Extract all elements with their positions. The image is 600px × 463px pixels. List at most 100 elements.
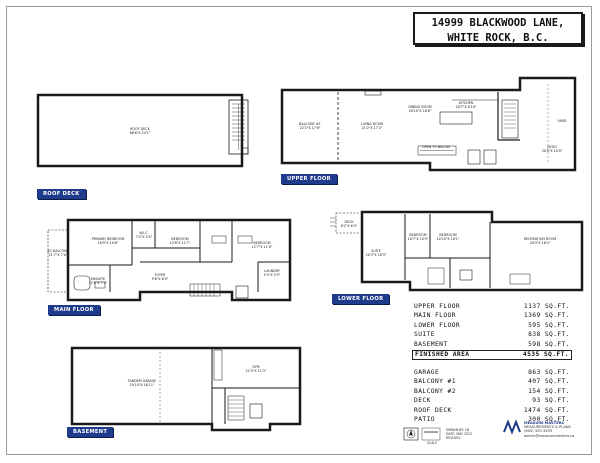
roof-deck-label: ROOF DECK — [37, 189, 86, 199]
extra-area-row: BALCONY #2 154 SQ.FT. — [412, 387, 572, 396]
extra-area-value: 154 SQ.FT. — [528, 387, 570, 395]
room-name: BEDROOM — [253, 241, 270, 245]
extra-area-value: 1474 SQ.FT. — [523, 406, 570, 414]
extra-area-row: PATIO 300 SQ.FT. — [412, 415, 572, 424]
room-name: OPEN TO BELOW — [422, 145, 450, 149]
extra-area-name: BALCONY #2 — [414, 387, 456, 395]
area-value: 1137 SQ.FT. — [523, 303, 570, 310]
area-row: BASEMENT 598 SQ.FT. — [412, 340, 572, 349]
room-size: 18'10"X 16'6" — [409, 109, 432, 113]
room-size: 18'7"X 8'10" — [456, 105, 477, 109]
extra-area-name: PATIO — [414, 415, 435, 423]
upper-floor-plan — [280, 76, 577, 172]
room-size: 7'2"X 5'4" — [136, 235, 153, 239]
area-row: UPPER FLOOR 1137 SQ.FT. — [412, 302, 572, 311]
company-email: admin@measuremasters.ca — [524, 433, 575, 438]
room-size: 21'2"X 17'2" — [362, 126, 383, 130]
room-name: SUITE — [371, 249, 381, 253]
room-name: ENSUITE — [91, 277, 105, 281]
extra-area-name: ROOF DECK — [414, 406, 452, 414]
room-name: PATIO — [547, 145, 557, 149]
room-size: 12'7"X 11'0" — [252, 245, 273, 249]
extra-area-row: DECK 93 SQ.FT. — [412, 396, 572, 405]
extra-area-value: 863 SQ.FT. — [528, 368, 570, 376]
company-name: MEASURE MASTERS — [524, 421, 564, 425]
room-size: 66'6"X 24'1" — [130, 131, 151, 135]
total-label: FINISHED AREA — [415, 350, 470, 358]
sheet-border — [6, 6, 592, 455]
revised-label: REVISED: — [446, 436, 461, 440]
basement-plan — [70, 346, 302, 432]
extra-area-value: 300 SQ.FT. — [528, 415, 570, 423]
room-size: 12'0"X 7'2" — [89, 281, 108, 285]
company-logo-icon — [503, 419, 521, 435]
extra-area-value: 93 SQ.FT. — [532, 397, 570, 405]
company-info: MEASURE MASTERS MEASUREMENTS & PLANS (60… — [524, 421, 574, 438]
main-floor-label: MAIN FLOOR — [48, 305, 100, 315]
lower-floor-plan — [330, 210, 584, 292]
room-size: 8'2"X 6'4" — [341, 224, 358, 228]
room-size: 29'10"X 16'11" — [130, 383, 155, 387]
basement-label: BASEMENT — [67, 427, 114, 437]
main-floor-plan — [47, 218, 292, 302]
area-row: SUITE 838 SQ.FT. — [412, 330, 572, 339]
area-name: MAIN FLOOR — [414, 312, 456, 320]
area-name: BASEMENT — [414, 340, 448, 348]
area-row: LOWER FLOOR 595 SQ.FT. — [412, 321, 572, 330]
area-value: 595 SQ.FT. — [528, 321, 570, 329]
room-name: BEDROOM — [439, 233, 456, 237]
room-name: DINING ROOM — [408, 105, 431, 109]
room-name: GYM — [252, 365, 259, 369]
room-name: BEDROOM — [409, 233, 426, 237]
area-summary-table: UPPER FLOOR 1137 SQ.FT. MAIN FLOOR 1369 SQ.… — [412, 302, 572, 424]
room-name: DECK — [344, 220, 354, 224]
room-size: 9'6"X 6'0" — [152, 277, 169, 281]
company-subtitle: MEASUREMENTS & PLANS — [524, 425, 571, 430]
extra-area-name: GARAGE — [414, 368, 440, 376]
room-size: 20'3"X 16'3" — [366, 253, 387, 257]
extra-area-name: DECK — [414, 397, 431, 405]
room-name: BEDROOM — [171, 237, 188, 241]
extra-area-value: 407 SQ.FT. — [528, 378, 570, 386]
area-name: UPPER FLOOR — [414, 303, 461, 310]
address-line-1: 14999 BLACKWOOD LANE, — [431, 17, 565, 29]
upper-floor-label: UPPER FLOOR — [281, 174, 337, 184]
area-value: 598 SQ.FT. — [528, 340, 570, 348]
room-name: YARD — [558, 119, 567, 123]
room-size: 20'4"X 16'2" — [530, 241, 551, 245]
room-name: LAUNDRY — [264, 269, 281, 273]
north-arrow-icon — [406, 429, 416, 439]
drawing-info: DRAWN BY: CB DATE: MAY 2023 REVISED: — [446, 428, 472, 440]
room-size: 10'7"X 10'5" — [408, 237, 429, 241]
drawn-by: DRAWN BY: CB — [446, 428, 470, 432]
area-name: LOWER FLOOR — [414, 321, 461, 329]
area-value: 1369 SQ.FT. — [523, 312, 570, 320]
room-name: LIVING ROOM — [361, 122, 384, 126]
room-size: 16'9"X 10'6" — [98, 241, 119, 245]
room-name: TANDEM GARAGE — [127, 379, 157, 383]
total-value: 4535 SQ.FT. — [522, 350, 569, 358]
drawing-date: DATE: MAY 2023 — [446, 432, 473, 436]
room-name: ROOF DECK — [130, 127, 150, 131]
finished-areas-list: UPPER FLOOR 1137 SQ.FT. MAIN FLOOR 1369 SQ.… — [412, 302, 572, 349]
area-row: MAIN FLOOR 1369 SQ.FT. — [412, 311, 572, 320]
scale-label: SCALE — [427, 441, 438, 445]
room-name: #2 BALCONY — [47, 249, 70, 253]
room-name: W.I.C. — [139, 231, 148, 235]
area-value: 838 SQ.FT. — [528, 331, 570, 339]
room-size: 21'7"X 7'0" — [49, 253, 68, 257]
room-size: 22'5"X 11'3" — [246, 369, 267, 373]
room-name: KITCHEN — [459, 101, 474, 105]
room-name: PRIMARY BEDROOM — [92, 237, 125, 241]
roof-deck-plan — [36, 93, 249, 168]
company-phone: (604) 329-3295 — [524, 429, 553, 434]
extra-area-row: GARAGE 863 SQ.FT. — [412, 368, 572, 377]
finished-area-total-row: FINISHED AREA 4535 SQ.FT. — [412, 349, 572, 360]
area-name: SUITE — [414, 331, 435, 339]
room-name: BALCONY #1 — [299, 122, 321, 126]
